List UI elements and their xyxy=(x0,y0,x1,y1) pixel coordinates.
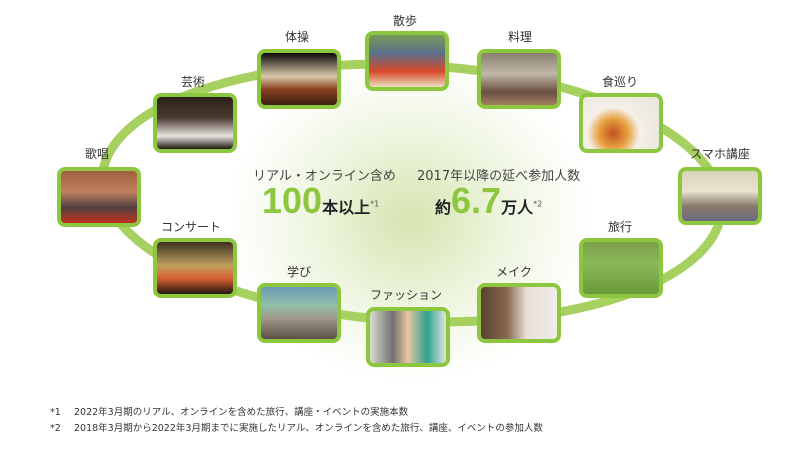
activity-label-travel: 旅行 xyxy=(607,220,633,234)
activity-label-makeup: メイク xyxy=(496,265,532,279)
photo-smartphone xyxy=(678,167,762,225)
stat-left-caption: リアル・オンライン含め xyxy=(253,169,396,184)
activity-label-learning: 学び xyxy=(286,265,312,279)
photo-exercise xyxy=(257,49,341,109)
photo-walk xyxy=(365,31,449,91)
photo-food xyxy=(579,93,663,153)
photo-concert xyxy=(153,238,237,298)
activity-label-art: 芸術 xyxy=(180,75,206,89)
activity-label-food: 食巡り xyxy=(601,75,639,89)
stat-right-value: 約6.7万人*2 xyxy=(435,180,543,221)
photo-singing xyxy=(57,167,141,227)
stat-right-caption: 2017年以降の延べ参加人数 xyxy=(417,169,581,184)
activity-label-exercise: 体操 xyxy=(284,30,310,44)
activity-label-fashion: ファッション xyxy=(369,288,443,302)
photo-makeup xyxy=(477,283,561,343)
photo-learning xyxy=(257,283,341,343)
participants-count: 6.7 xyxy=(451,180,502,221)
photo-fashion xyxy=(366,307,450,367)
activity-label-walk: 散歩 xyxy=(392,14,418,28)
events-count: 100 xyxy=(262,180,323,221)
photo-cooking xyxy=(477,49,561,109)
activity-label-cooking: 料理 xyxy=(507,30,533,44)
photo-travel xyxy=(579,238,663,298)
activity-label-concert: コンサート xyxy=(160,220,222,234)
activity-label-singing: 歌唱 xyxy=(84,147,110,161)
photo-art xyxy=(153,93,237,153)
activity-label-smartphone: スマホ講座 xyxy=(690,147,750,161)
stat-left-value: 100本以上*1 xyxy=(262,180,380,221)
